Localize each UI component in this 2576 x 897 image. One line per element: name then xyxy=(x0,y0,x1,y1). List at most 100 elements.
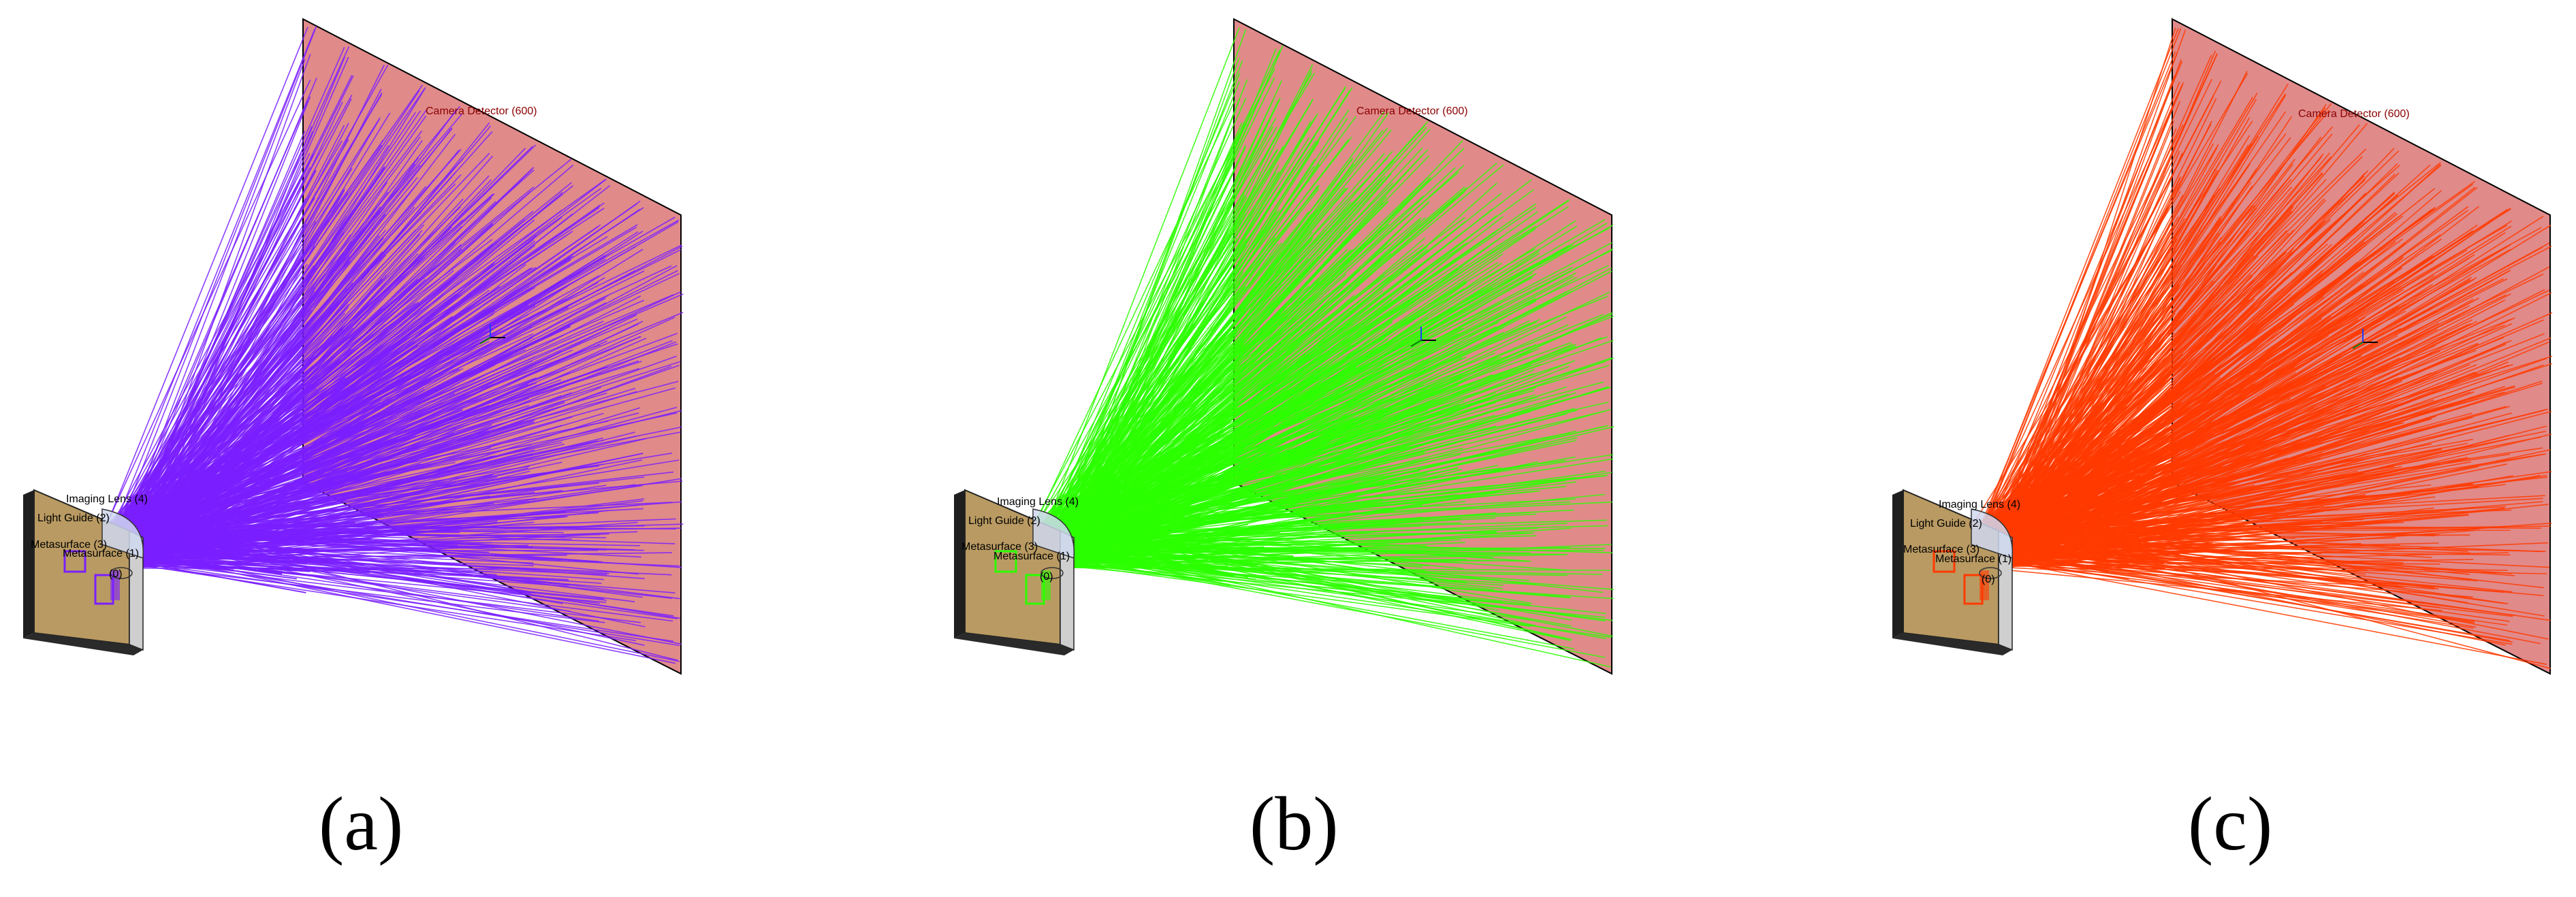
ray-591 xyxy=(113,472,350,536)
imaging-lens-label: Imaging Lens (4) xyxy=(1939,499,2020,510)
ray-572 xyxy=(1038,427,1241,530)
ray-613 xyxy=(2003,458,2175,540)
ray-644 xyxy=(1059,489,1275,546)
ray-300 xyxy=(104,260,351,529)
ray-130 xyxy=(129,293,684,530)
ray-321 xyxy=(1976,274,2252,531)
ray-172 xyxy=(1058,146,1247,539)
ray-1 xyxy=(116,26,317,532)
ray-549 xyxy=(1992,402,2182,530)
ray-735 xyxy=(2002,532,2214,552)
ray-552 xyxy=(1041,485,1385,525)
ray-3 xyxy=(111,29,315,534)
metasurface-3-label: Metasurface (3) xyxy=(961,541,1038,553)
ray-313 xyxy=(1047,238,1247,536)
ray-626 xyxy=(118,500,345,534)
ray-665 xyxy=(131,523,330,540)
ray-391 xyxy=(140,310,313,532)
ray-589 xyxy=(108,451,306,538)
ray-412 xyxy=(1042,312,1244,540)
ray-422 xyxy=(113,335,307,528)
ray-419 xyxy=(1071,353,1315,538)
ray-180 xyxy=(1040,184,1320,529)
ray-135 xyxy=(2007,120,2175,532)
panel-caption: (a) xyxy=(319,782,403,866)
ray-727 xyxy=(1063,561,1223,582)
ray-487 xyxy=(2010,357,2179,529)
ray-717 xyxy=(1989,514,2165,539)
ray-693 xyxy=(1986,517,2234,540)
ray-620 xyxy=(123,559,674,642)
metasurface-3-label: Metasurface (3) xyxy=(31,539,107,551)
ray-612 xyxy=(1971,459,2183,527)
ray-bundle xyxy=(1032,27,1615,668)
ray-280 xyxy=(1974,233,2214,556)
ray-345 xyxy=(1038,266,1238,547)
ray-643 xyxy=(1999,478,2183,531)
ray-242 xyxy=(1975,195,2176,539)
imaging-lens-label: Imaging Lens (4) xyxy=(997,496,1079,508)
imaging-lens xyxy=(1032,508,1075,559)
ray-523 xyxy=(118,406,308,525)
origin-axes xyxy=(2352,329,2378,349)
ray-714 xyxy=(1055,532,1280,539)
ray-579 xyxy=(1066,467,1311,541)
ray-703 xyxy=(130,539,318,551)
ray-161 xyxy=(104,153,315,538)
ray-706 xyxy=(1048,551,1256,581)
ray-702 xyxy=(1997,542,2213,561)
panel-a: Camera Detector (600) Imaging Lens (4) L… xyxy=(23,18,684,866)
panel-caption: (b) xyxy=(1250,782,1339,866)
ray-619 xyxy=(123,554,680,647)
ray-699 xyxy=(130,550,267,564)
ray-bundle xyxy=(101,26,684,664)
metasurface-elements xyxy=(1933,550,2002,605)
ray-640 xyxy=(137,525,528,592)
ray-278 xyxy=(1971,216,2179,566)
ray-666 xyxy=(1033,528,1572,641)
ray-99 xyxy=(1032,99,1236,529)
ray-538 xyxy=(115,480,452,534)
ray-700 xyxy=(1996,561,2129,580)
ray-566 xyxy=(123,483,416,544)
ray-704 xyxy=(124,534,362,549)
ray-39 xyxy=(1980,51,2176,532)
ray-725 xyxy=(2001,523,2199,540)
ray-570 xyxy=(1041,425,1241,535)
panel-caption: (c) xyxy=(2188,782,2272,866)
ray-710 xyxy=(126,559,345,566)
ray-563 xyxy=(125,473,383,529)
ray-413 xyxy=(1051,312,1237,550)
ray-233 xyxy=(116,215,347,536)
light-guide-label: Light Guide (2) xyxy=(968,515,1040,527)
ray-645 xyxy=(126,564,605,623)
ray-671 xyxy=(135,530,249,541)
ray-648 xyxy=(1033,513,1315,525)
ray-2 xyxy=(104,27,308,530)
ray-327 xyxy=(107,265,315,545)
ray-694 xyxy=(132,532,290,551)
ray-723 xyxy=(1055,553,1260,565)
metasurface-1-label: Metasurface (1) xyxy=(1935,553,2011,565)
ray-561 xyxy=(138,444,351,529)
ray-100 xyxy=(1047,97,1247,534)
ray-708 xyxy=(122,530,362,559)
metasurface-3-label: Metasurface (3) xyxy=(1903,544,1979,555)
ray-585 xyxy=(2011,448,2216,538)
ray-208 xyxy=(1978,188,2221,534)
ray-544 xyxy=(1043,426,1275,546)
panel-c: Camera Detector (600) Imaging Lens (4) L… xyxy=(1892,18,2553,866)
ray-645 xyxy=(1994,493,2211,531)
ray-458 xyxy=(1999,332,2175,540)
ray-546 xyxy=(1048,445,1316,533)
ray-693 xyxy=(126,538,245,557)
ray-36 xyxy=(114,59,306,558)
ray-133 xyxy=(1033,123,1247,562)
ray-574 xyxy=(1980,525,2435,537)
ray-726 xyxy=(1999,562,2240,573)
ray-685 xyxy=(131,523,373,548)
ray-641 xyxy=(1036,480,1237,528)
ray-468 xyxy=(1973,396,2287,539)
ray-417 xyxy=(1043,327,1274,530)
light-guide-label: Light Guide (2) xyxy=(37,512,110,524)
